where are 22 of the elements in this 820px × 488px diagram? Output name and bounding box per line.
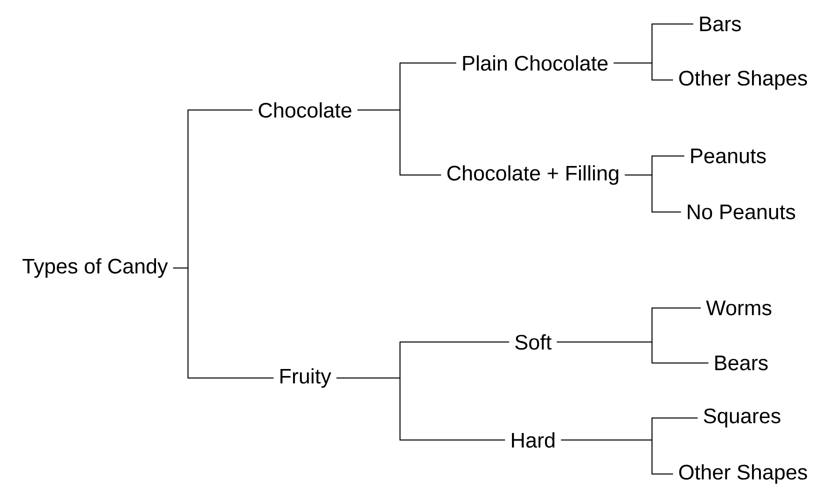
bracket-line <box>356 110 442 176</box>
category-label: Hard <box>512 432 554 448</box>
category-label: Other Shapes <box>679 70 807 90</box>
category-label: Squares <box>704 408 780 428</box>
category-label: Chocolate <box>258 102 352 118</box>
category-label: Peanuts <box>691 148 766 164</box>
category-label: Bears <box>715 356 768 370</box>
category-label: Other Shapes <box>679 464 807 484</box>
bracket-line <box>172 268 274 378</box>
bracket-line <box>624 174 682 212</box>
bracket-line <box>613 62 674 80</box>
category-label: Plain Chocolate <box>463 55 608 71</box>
bracket-line <box>336 378 506 440</box>
category-label: No Peanuts <box>688 204 796 220</box>
category-label: Types of Candy <box>22 258 168 278</box>
bracket-line <box>560 440 674 474</box>
category-label: Worms <box>706 300 772 316</box>
category-label: Chocolate + Filling <box>447 165 618 185</box>
category-label: Soft <box>515 334 552 350</box>
category-label: Bars <box>700 16 741 32</box>
category-label: Fruity <box>280 368 332 388</box>
bracket-line <box>556 342 709 364</box>
